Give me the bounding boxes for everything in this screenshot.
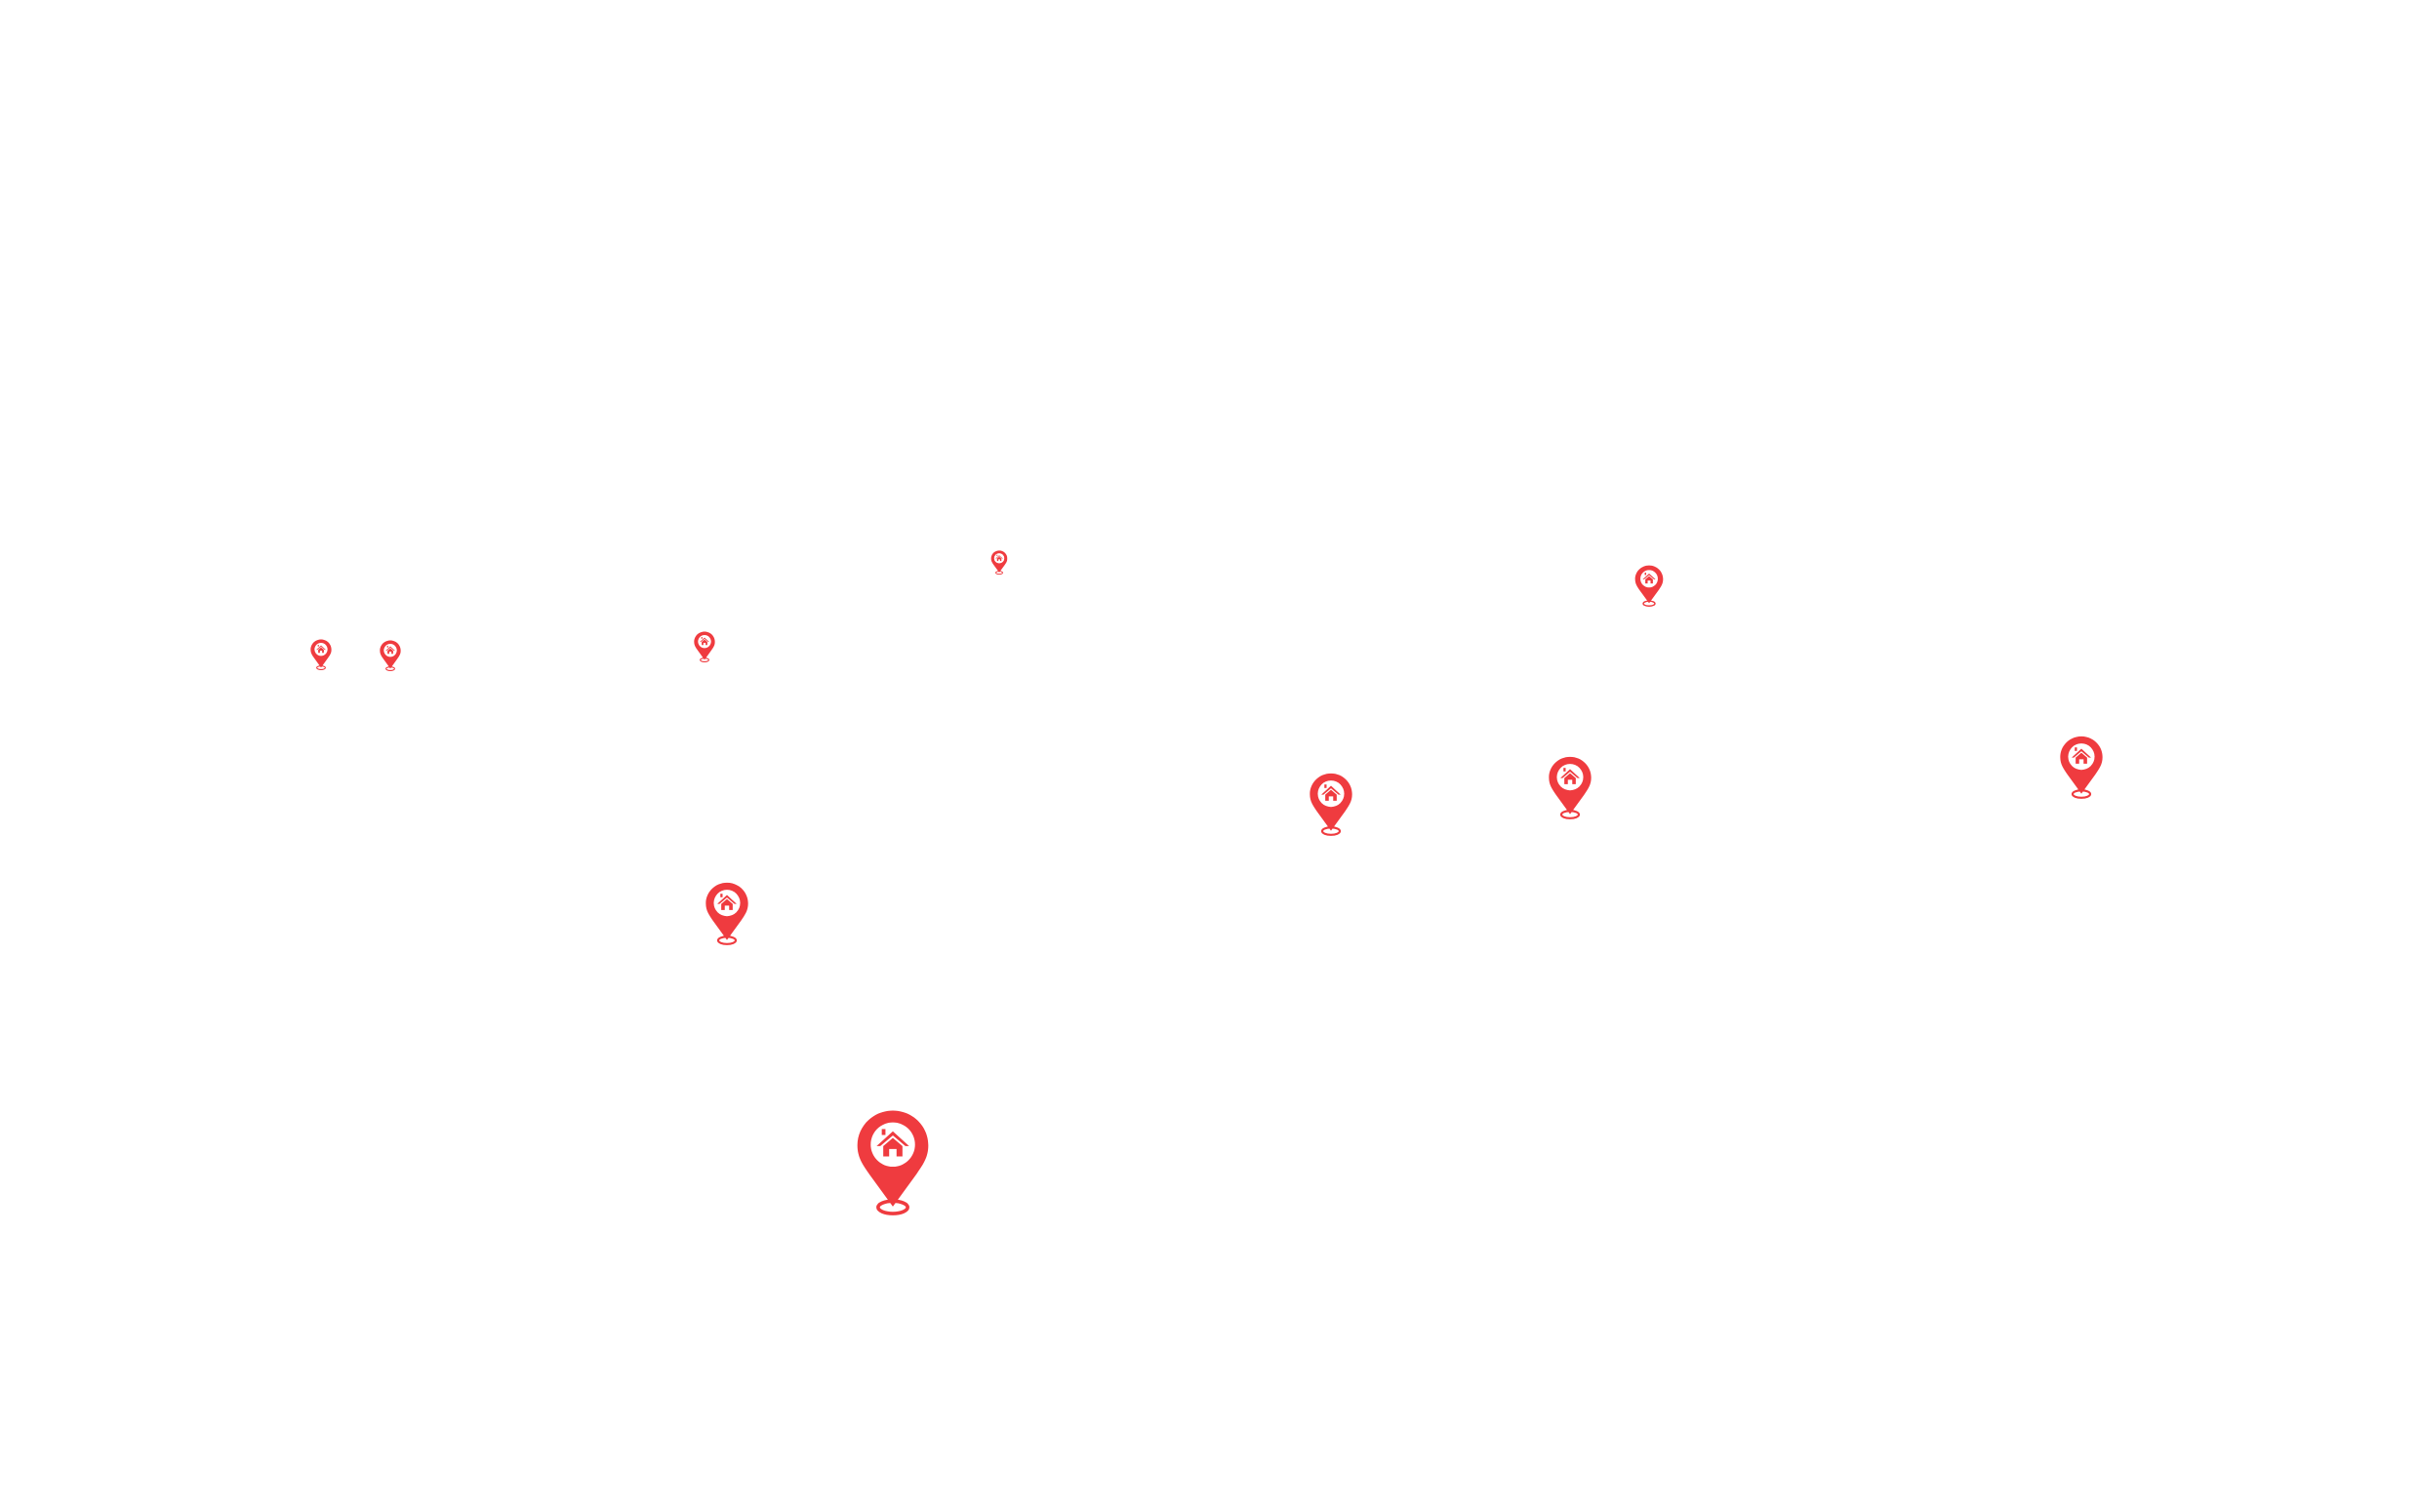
home-location-pin-icon	[990, 550, 1008, 575]
home-location-pin-icon	[2060, 736, 2103, 799]
home-pin-marker[interactable]	[2059, 736, 2103, 799]
home-location-pin-icon	[310, 639, 332, 670]
home-location-pin-icon	[380, 640, 401, 671]
home-location-pin-icon	[694, 631, 715, 662]
home-location-pin-icon	[1310, 773, 1352, 836]
home-pin-marker[interactable]	[694, 631, 715, 662]
home-pin-marker[interactable]	[310, 639, 332, 670]
home-pin-marker[interactable]	[1548, 756, 1592, 819]
home-pin-marker[interactable]	[1309, 773, 1352, 836]
home-location-pin-icon	[706, 882, 748, 945]
home-location-pin-icon	[857, 1110, 929, 1215]
home-location-pin-icon	[1634, 565, 1664, 607]
home-pin-marker[interactable]	[856, 1109, 930, 1215]
home-pin-marker[interactable]	[380, 640, 401, 671]
home-pin-marker[interactable]	[705, 882, 748, 945]
home-pin-marker[interactable]	[1634, 565, 1664, 607]
home-location-pin-icon	[1549, 756, 1592, 819]
home-pin-marker[interactable]	[990, 550, 1008, 575]
